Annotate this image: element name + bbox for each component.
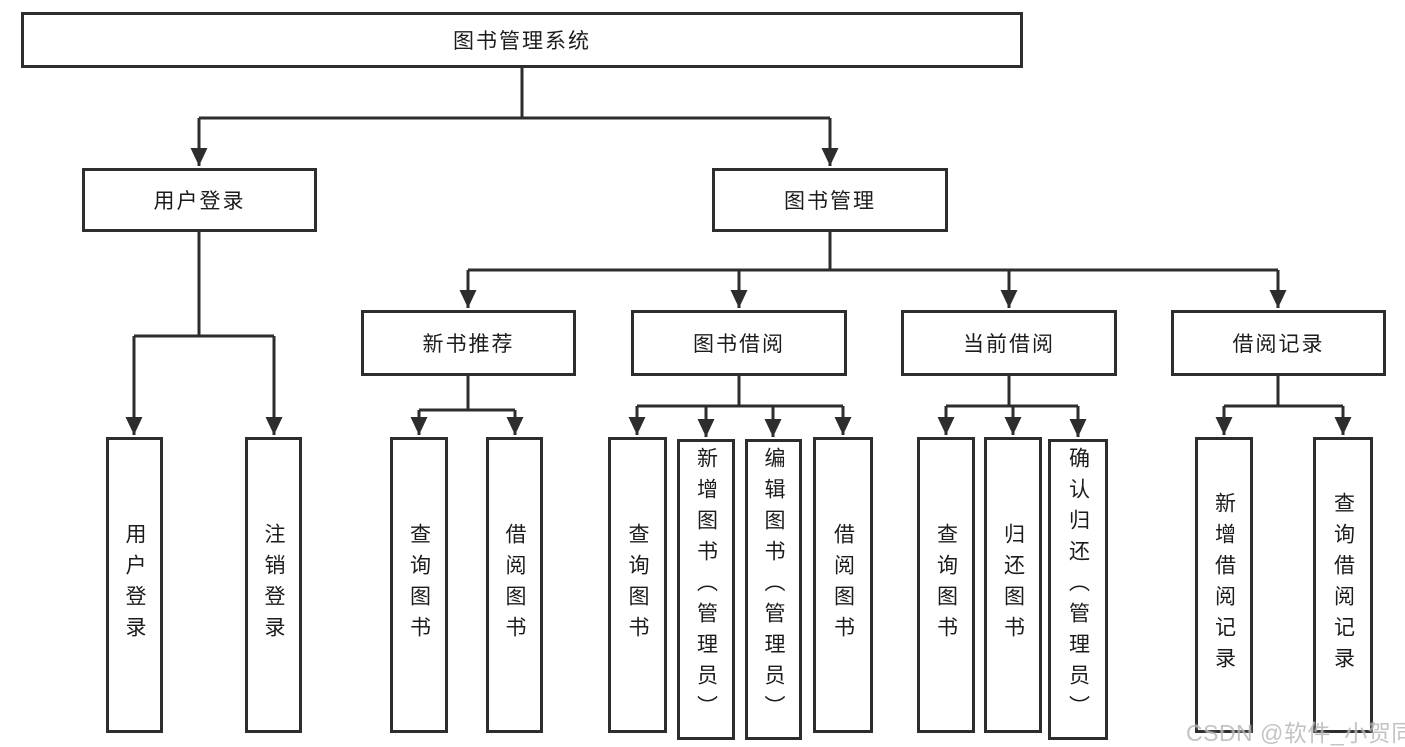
leaf-confirm-return-admin: 确认归还（管理员） bbox=[1048, 439, 1108, 740]
leaf-borrow-books-recommend-label: 借阅图书 bbox=[503, 523, 526, 647]
leaf-borrow-books-borrowing-label: 借阅图书 bbox=[831, 523, 855, 647]
leaf-add-borrow-record: 新增借阅记录 bbox=[1195, 437, 1253, 733]
connector-arrows bbox=[125, 118, 1352, 437]
node-book-management: 图书管理 bbox=[712, 168, 948, 232]
node-book-borrowing: 图书借阅 bbox=[631, 310, 847, 376]
node-library-management-system: 图书管理系统 bbox=[21, 12, 1023, 68]
leaf-query-books-borrowing-label: 查询图书 bbox=[626, 523, 649, 647]
leaf-edit-book-admin: 编辑图书（管理员） bbox=[745, 439, 802, 740]
leaf-query-books-recommend-label: 查询图书 bbox=[407, 523, 431, 647]
leaf-query-borrow-record: 查询借阅记录 bbox=[1313, 437, 1373, 733]
leaf-add-book-admin: 新增图书（管理员） bbox=[677, 439, 735, 740]
leaf-add-book-admin-label: 新增图书（管理员） bbox=[694, 447, 718, 726]
csdn-watermark: CSDN @软件_小贺同学 bbox=[1186, 720, 1405, 746]
leaf-return-book-label: 归还图书 bbox=[1001, 523, 1025, 647]
leaf-edit-book-admin-label: 编辑图书（管理员） bbox=[762, 447, 785, 726]
leaf-confirm-return-admin-label: 确认归还（管理员） bbox=[1066, 447, 1090, 726]
node-new-book-recommendation: 新书推荐 bbox=[361, 310, 576, 376]
leaf-query-books-borrowing: 查询图书 bbox=[608, 437, 667, 733]
node-current-borrowing: 当前借阅 bbox=[901, 310, 1117, 376]
leaf-borrow-books-borrowing: 借阅图书 bbox=[813, 437, 873, 733]
leaf-return-book: 归还图书 bbox=[984, 437, 1042, 733]
leaf-query-books-recommend: 查询图书 bbox=[390, 437, 448, 733]
node-borrowing-records: 借阅记录 bbox=[1171, 310, 1386, 376]
leaf-query-books-current: 查询图书 bbox=[917, 437, 975, 733]
leaf-user-login-label: 用户登录 bbox=[123, 523, 146, 647]
leaf-query-books-current-label: 查询图书 bbox=[934, 523, 958, 647]
leaf-logout-label: 注销登录 bbox=[262, 523, 285, 647]
leaf-add-borrow-record-label: 新增借阅记录 bbox=[1212, 492, 1236, 678]
leaf-logout: 注销登录 bbox=[245, 437, 302, 733]
leaf-user-login: 用户登录 bbox=[106, 437, 163, 733]
node-user-login: 用户登录 bbox=[82, 168, 317, 232]
leaf-borrow-books-recommend: 借阅图书 bbox=[486, 437, 543, 733]
connector-trunks bbox=[134, 68, 1343, 412]
leaf-query-borrow-record-label: 查询借阅记录 bbox=[1331, 492, 1355, 678]
